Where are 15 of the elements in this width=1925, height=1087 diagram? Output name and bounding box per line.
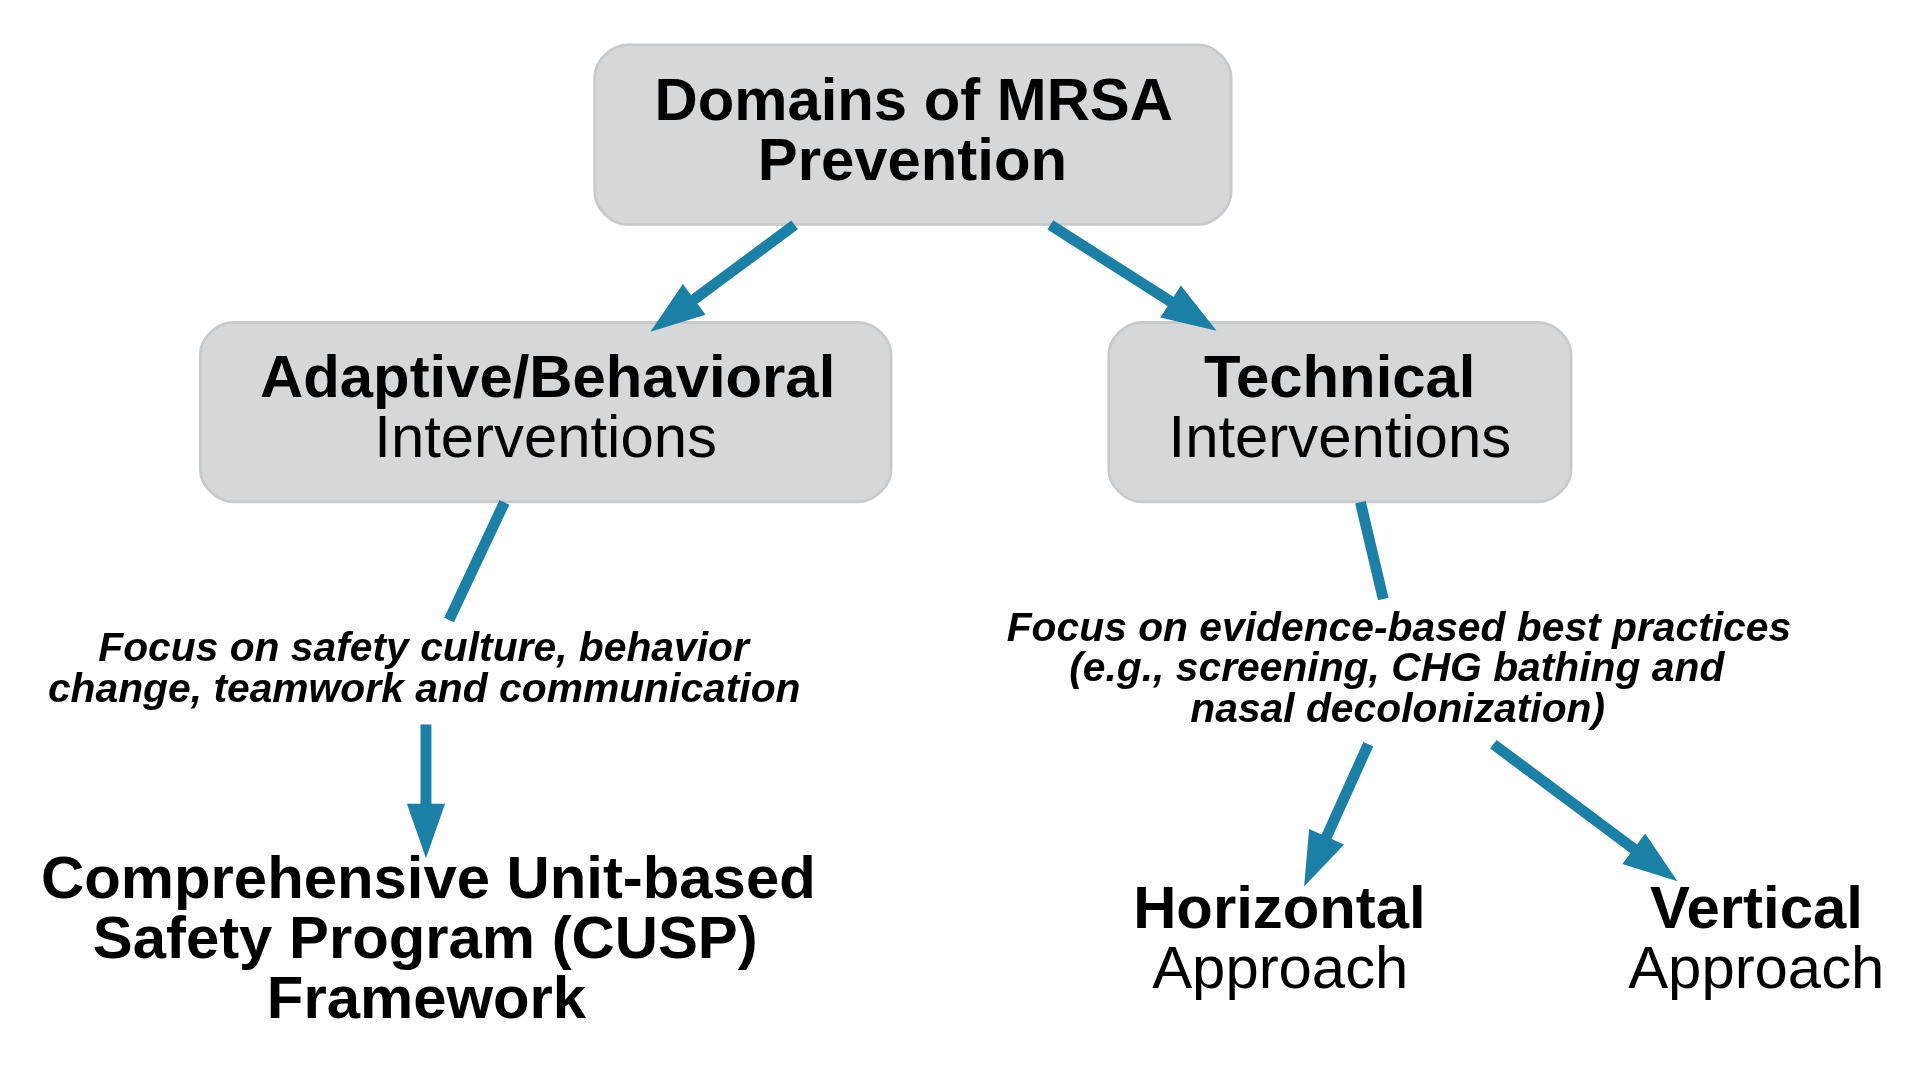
connector bbox=[1355, 500, 1389, 600]
node-box: Technical Interventions bbox=[1107, 320, 1573, 503]
arrow bbox=[1304, 741, 1374, 886]
arrow bbox=[1047, 219, 1217, 331]
node-text: Horizontal Approach bbox=[1133, 873, 1426, 1001]
arrow bbox=[650, 220, 798, 332]
node-text: Focus on safety culture, behavior change, teamwork and communication bbox=[47, 623, 801, 711]
node-text: Vertical Approach bbox=[1628, 873, 1885, 1001]
arrow bbox=[406, 723, 446, 858]
node-box: Domains of MRSA Prevention bbox=[593, 43, 1233, 226]
connector bbox=[444, 499, 510, 622]
node-text: Focus on evidence-based best practices (e.g., screening, CHG bathing and nasal decolonization) bbox=[1006, 603, 1792, 731]
node-box: Adaptive/Behavioral Interventions bbox=[198, 320, 893, 503]
arrow bbox=[1490, 739, 1678, 881]
node-text: Comprehensive Unit-based Safety Program (CUSP) Framework bbox=[41, 843, 816, 1031]
